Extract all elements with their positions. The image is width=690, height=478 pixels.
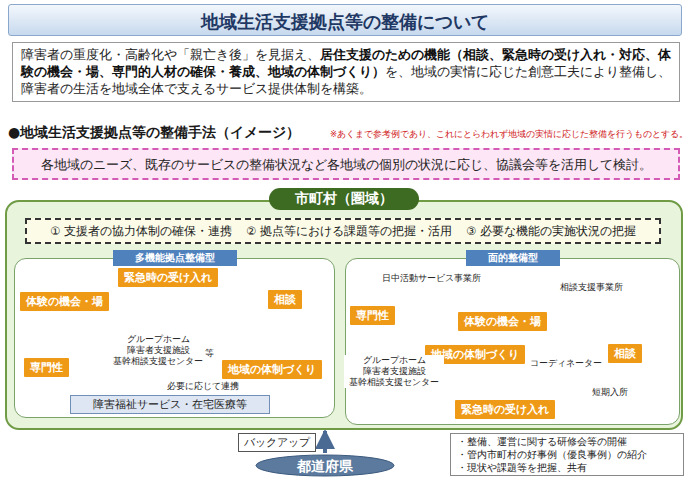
node-text: ① 支援者の協力体制の確保・連携	[50, 224, 232, 239]
function-strip: ① 支援者の協力体制の確保・連携 ② 拠点等における課題等の把握・活用 ③ 必要な機…	[25, 218, 661, 244]
node-text: 各地域のニーズ、既存のサービスの整備状況など各地域の個別の状況に応じ、協議会等を…	[14, 156, 678, 174]
node-text: 地域の体制づくり	[431, 347, 519, 362]
function-box: 地域の体制づくり	[222, 360, 322, 379]
place-label: 日中活動サービス事業所	[382, 272, 481, 285]
connector-label: バックアップ	[238, 433, 316, 452]
node-text: 緊急時の受け入れ	[124, 270, 212, 285]
node-text: ② 拠点等における課題等の把握・活用	[246, 224, 452, 239]
role-label: コーディネーター	[530, 357, 602, 370]
node-text: ・整備、運営に関する研修会等の開催	[457, 435, 677, 448]
node-text: 障害者の重度化・高齢化や「親亡き後」を見据え、	[21, 47, 320, 62]
node-text: ③ 必要な機能の実施状況の把握	[466, 224, 636, 239]
node-text: グループホーム 障害者支援施設 基幹相談支援センター	[112, 334, 204, 367]
place-label: 相談支援事業所	[560, 281, 623, 294]
note-box: 各地域のニーズ、既存のサービスの整備状況など各地域の個別の状況に応じ、協議会等を…	[12, 148, 680, 180]
node-text: 面的整備型	[466, 250, 560, 266]
node-text: 等	[205, 348, 214, 359]
function-box: 緊急時の受け入れ	[118, 268, 218, 287]
note-text: ※あくまで参考例であり、これにとらわれず地域の実情に応じた整備を行うものとする。	[330, 129, 688, 141]
function-box: 体験の機会・場	[20, 292, 109, 311]
node-text: 体験の機会・場	[26, 294, 103, 309]
region-box: 市町村（圏域）① 支援者の協力体制の確保・連携② 拠点等における課題等の把握・活…	[5, 200, 683, 430]
node-text: 多機能拠点整備型	[113, 250, 237, 266]
notes-box: ・整備、運営に関する研修会等の開催・管内市町村の好事例（優良事例）の紹介・現状や…	[450, 433, 684, 476]
node-text: 専門性	[30, 360, 63, 375]
connector-label: 必要に応じて連携	[165, 380, 241, 393]
node-text: 障害福祉サービス・在宅医療等	[71, 397, 269, 412]
node-text: 市町村（圏域）	[269, 188, 419, 210]
title-box: 地域生活支援拠点等の整備について	[8, 4, 682, 36]
node-text: ・現状や課題等を把握、共有	[457, 461, 677, 474]
section-heading: ●地域生活支援拠点等の整備手法（イメージ）	[8, 124, 300, 142]
function-box: 専門性	[350, 306, 395, 325]
connector	[323, 431, 327, 453]
node-text: 専門性	[356, 308, 389, 323]
function-box: 相談	[608, 344, 642, 363]
function-box: 相談	[268, 290, 302, 309]
function-box: 体験の機会・場	[458, 312, 547, 331]
service-box: 障害福祉サービス・在宅医療等	[70, 395, 270, 414]
node-text: 相談	[614, 346, 636, 361]
node-text: 都道府県	[255, 458, 395, 476]
node-text: 体験の機会・場	[464, 314, 541, 329]
intro-box: 障害者の重度化・高齢化や「親亡き後」を見据え、居住支援のための機能（相談、緊急時…	[12, 42, 680, 102]
function-box: 専門性	[24, 358, 69, 377]
node-text: 地域生活支援拠点等の整備について	[9, 10, 681, 34]
place-label: 短期入所	[592, 386, 628, 399]
node-text: ・管内市町村の好事例（優良事例）の紹介	[457, 448, 677, 461]
type-panel: 多機能拠点整備型緊急時の受け入れ体験の機会・場相談専門性地域の体制づくりグループ…	[14, 258, 335, 418]
prefecture-ellipse: 都道府県	[255, 454, 395, 477]
function-box: 緊急時の受け入れ	[455, 400, 555, 419]
facility-label: グループホーム 障害者支援施設 基幹相談支援センター	[344, 355, 444, 388]
node-text: 相談	[274, 292, 296, 307]
facility-group: グループホーム 障害者支援施設 基幹相談支援センター等	[112, 296, 204, 378]
node-text: 緊急時の受け入れ	[461, 402, 549, 417]
node-text: 地域の体制づくり	[228, 362, 316, 377]
